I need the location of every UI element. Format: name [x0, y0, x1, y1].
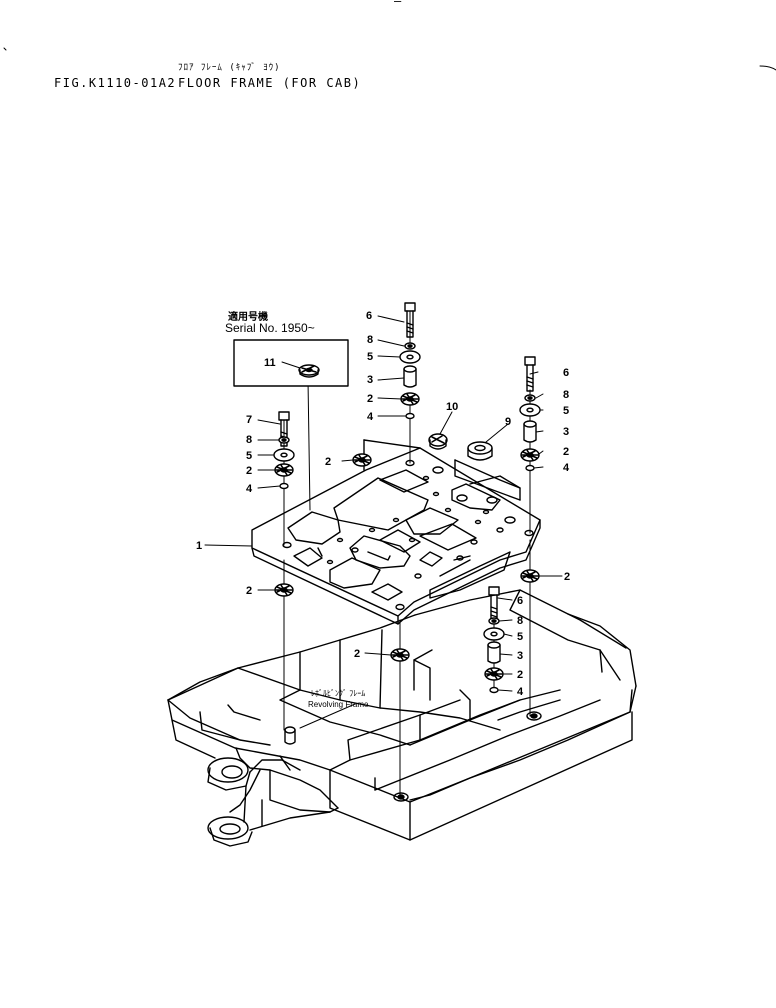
page-title: FLOOR FRAME (FOR CAB): [178, 76, 362, 90]
callout-2-lower-center: 2: [354, 648, 360, 660]
figure-id: FIG.K1110-01A2: [54, 76, 177, 90]
serial-note: Serial No. 1950~: [225, 321, 315, 335]
front-right-mount-stack: [483, 586, 505, 694]
revolving-frame-japanese: ﾚﾎﾞﾙﾋﾞﾝｸﾞ ﾌﾚｰﾑ: [311, 689, 366, 698]
callout-4-left: 4: [246, 483, 253, 495]
inset-box: [233, 339, 349, 387]
lower-right-mount: [520, 569, 540, 583]
callout-8-center: 8: [367, 334, 373, 346]
callout-11: 11: [264, 357, 276, 369]
part-10-mount: [428, 433, 448, 450]
callout-10: 10: [446, 401, 458, 413]
callout-5-center: 5: [367, 351, 373, 363]
callout-5-right: 5: [563, 405, 569, 417]
callout-3-right: 3: [563, 426, 569, 438]
callout-9: 9: [505, 416, 511, 428]
callout-7-left: 7: [246, 414, 252, 426]
callout-2-right: 2: [563, 446, 569, 458]
callout-6-center: 6: [366, 310, 372, 322]
revolving-frame: [167, 589, 637, 847]
callout-2-back-left: 2: [325, 456, 331, 468]
callout-3-front: 3: [517, 650, 523, 662]
callout-1: 1: [196, 540, 202, 552]
callout-4-front: 4: [517, 686, 524, 698]
title-japanese: ﾌﾛｱ ﾌﾚｰﾑ (ｷｬﾌﾞ ﾖｳ): [178, 63, 281, 73]
lower-left-mount: [274, 583, 294, 597]
callout-2-lower-left: 2: [246, 585, 252, 597]
callout-5-front: 5: [517, 631, 523, 643]
callout-3-center: 3: [367, 374, 373, 386]
part-9-cushion: [467, 441, 493, 461]
callout-2-left: 2: [246, 465, 252, 477]
lower-center-mount: [390, 648, 410, 662]
callout-4-center: 4: [367, 411, 374, 423]
callout-6-front: 6: [517, 595, 523, 607]
leader-lines: [204, 315, 563, 692]
serial-note-japanese: 適用号機: [228, 312, 268, 323]
revolving-frame-label: Revolving Frame: [308, 700, 369, 709]
floor-plate: [251, 439, 541, 625]
callout-8-right: 8: [563, 389, 569, 401]
callout-2-lower-right: 2: [564, 571, 570, 583]
callout-2-center: 2: [367, 393, 373, 405]
callout-4-right: 4: [563, 462, 570, 474]
callout-5-left: 5: [246, 450, 252, 462]
back-left-mount: [352, 453, 372, 467]
top-mark: —: [394, 0, 402, 8]
callout-8-front: 8: [517, 615, 523, 627]
page-edge-marks: [3, 47, 776, 71]
callout-8-left: 8: [246, 434, 252, 446]
callout-2-front: 2: [517, 669, 523, 681]
callout-6-right: 6: [563, 367, 569, 379]
callout-numbers: 6 8 5 3 2 4 6 8 5 3 2 4 7 8 5 2 4 2 1 2 …: [196, 310, 570, 698]
